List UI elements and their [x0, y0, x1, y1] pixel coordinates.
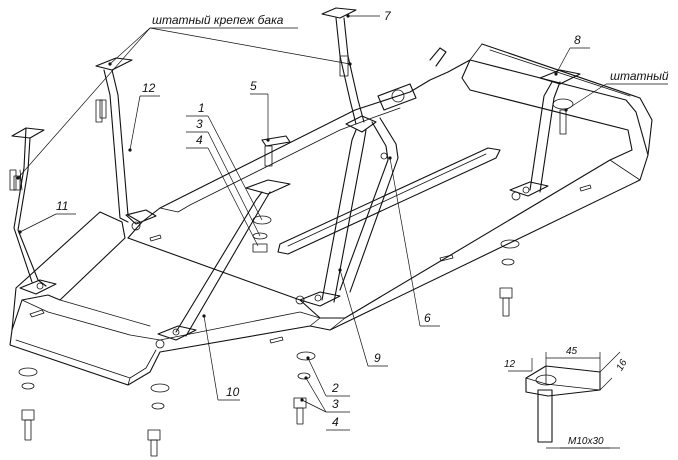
bolts-lower	[9, 99, 520, 457]
part-labels: штатный крепеж бака штатный 1 3 4 5 6 7 …	[56, 9, 669, 429]
detail-bracket	[508, 351, 621, 449]
label-11: 11	[56, 199, 68, 213]
bracket-8	[509, 69, 581, 197]
leader-dots	[16, 14, 568, 402]
leader-lines	[17, 15, 668, 449]
hardware-stack-upper	[252, 215, 272, 253]
label-tank-mount: штатный крепеж бака	[152, 13, 284, 27]
label-4b: 4	[332, 415, 339, 429]
dim-bolt: M10x30	[568, 436, 604, 447]
label-5: 5	[250, 79, 257, 93]
part-5-pin	[261, 135, 291, 167]
bracket-11	[11, 127, 57, 295]
label-6: 6	[424, 311, 431, 325]
label-8: 8	[574, 33, 581, 47]
dim-16: 16	[615, 357, 630, 373]
label-7: 7	[384, 9, 392, 23]
skid-plate	[9, 43, 653, 386]
label-stock: штатный	[610, 69, 669, 83]
strut-10	[157, 179, 291, 341]
label-9: 9	[374, 351, 381, 365]
dim-45: 45	[566, 346, 578, 357]
bracket-12	[95, 57, 157, 225]
label-10: 10	[226, 385, 240, 399]
dim-12: 12	[504, 359, 516, 370]
strut-9	[299, 115, 377, 307]
rod-7	[321, 7, 447, 125]
label-4a: 4	[196, 133, 203, 147]
dimension-labels: 12 45 16 M10x30	[504, 346, 630, 447]
label-3b: 3	[332, 397, 339, 411]
strut-6	[339, 117, 399, 293]
label-12: 12	[142, 81, 156, 95]
label-2: 2	[331, 381, 339, 395]
label-1: 1	[198, 101, 205, 115]
label-3a: 3	[196, 117, 203, 131]
